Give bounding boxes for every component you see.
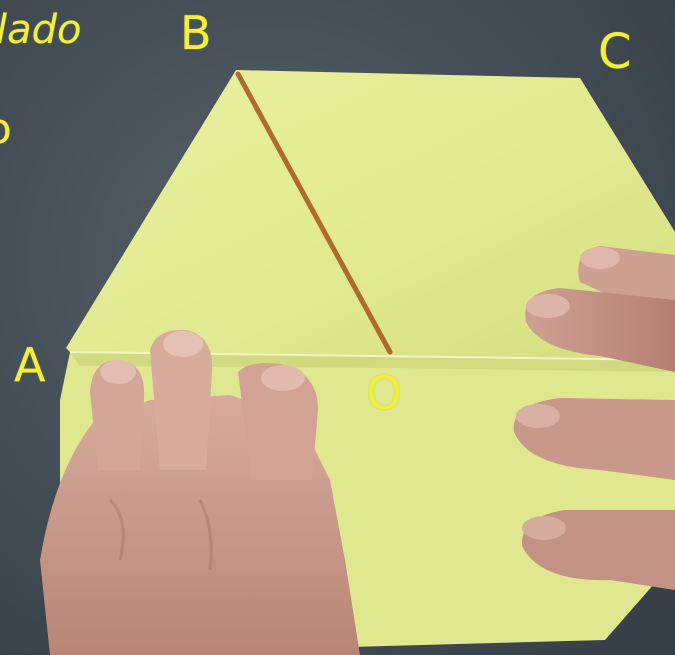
partial-word-label: lado bbox=[0, 7, 82, 53]
vertex-label-c: C bbox=[598, 24, 632, 80]
crease-line-b-o bbox=[235, 71, 393, 355]
partial-char-label: o bbox=[0, 108, 12, 150]
paper-upper-layer bbox=[66, 70, 675, 360]
right-hand bbox=[513, 246, 675, 590]
center-label-o: O bbox=[366, 366, 403, 420]
vertex-label-a: A bbox=[14, 338, 46, 392]
left-hand bbox=[40, 329, 360, 655]
vertex-label-b: B bbox=[180, 6, 212, 60]
fold-shadow bbox=[70, 352, 675, 372]
